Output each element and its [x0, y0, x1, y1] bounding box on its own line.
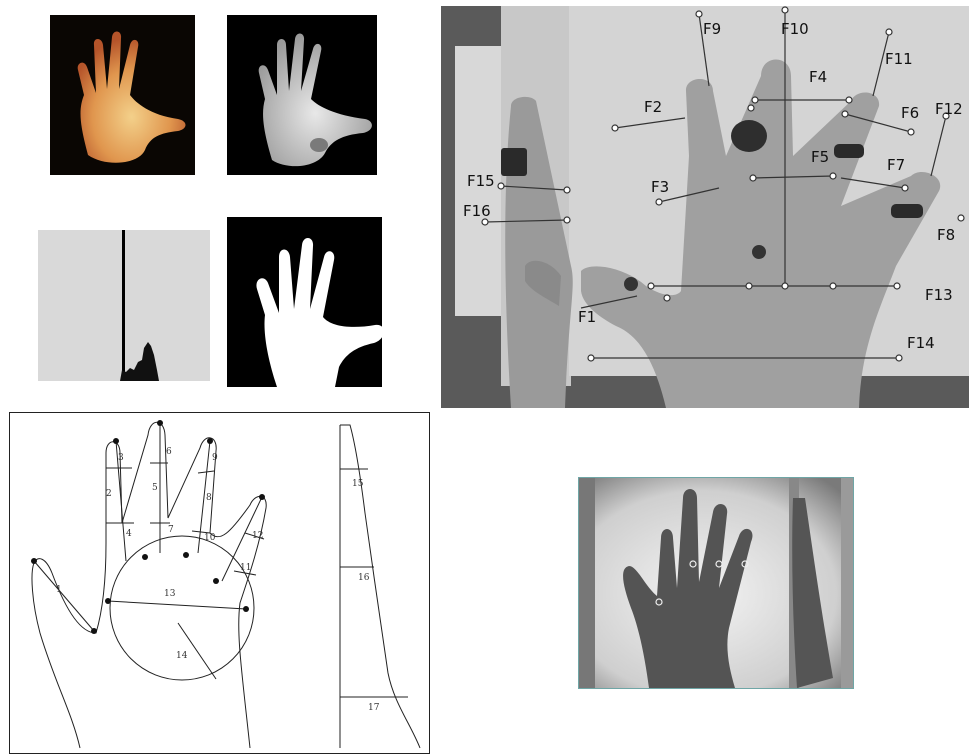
label-f8: F8 — [937, 226, 955, 244]
label-f2: F2 — [644, 98, 662, 116]
label-f9: F9 — [703, 20, 721, 38]
hand-geometry-diagram: 1 2 3 4 5 6 7 8 9 10 11 12 13 14 15 16 1… — [9, 412, 430, 754]
diagram-num-15: 15 — [352, 479, 363, 489]
label-f7: F7 — [887, 156, 905, 174]
diagram-num-2: 2 — [106, 489, 112, 499]
diagram-num-6: 6 — [166, 447, 172, 457]
label-f4: F4 — [809, 68, 827, 86]
label-f11: F11 — [885, 50, 913, 68]
label-f3: F3 — [651, 178, 669, 196]
color-hand-image — [50, 15, 195, 175]
histogram-image — [38, 230, 210, 381]
diagram-num-1: 1 — [56, 585, 62, 595]
diagram-num-9: 9 — [212, 453, 218, 463]
label-f1: F1 — [578, 308, 596, 326]
label-f12: F12 — [935, 100, 963, 118]
diagram-num-10: 10 — [204, 533, 215, 543]
annotated-hand-photo: F1 F2 F3 F4 F5 F6 F7 F8 F9 F10 F11 F12 F… — [441, 6, 969, 408]
diagram-num-14: 14 — [176, 651, 187, 661]
label-f13: F13 — [925, 286, 953, 304]
diagram-num-5: 5 — [152, 483, 158, 493]
label-f14: F14 — [907, 334, 935, 352]
diagram-num-7: 7 — [168, 525, 174, 535]
grayscale-hand-image — [227, 15, 377, 175]
diagram-num-11: 11 — [240, 563, 251, 573]
diagram-num-3: 3 — [118, 453, 124, 463]
label-f6: F6 — [901, 104, 919, 122]
diagram-num-4: 4 — [126, 529, 132, 539]
binary-silhouette-image — [227, 217, 382, 387]
diagram-num-13: 13 — [164, 589, 175, 599]
backlit-hand-photo — [578, 477, 854, 689]
label-f15: F15 — [467, 172, 495, 190]
diagram-num-8: 8 — [206, 493, 212, 503]
diagram-num-12: 12 — [252, 531, 263, 541]
label-f5: F5 — [811, 148, 829, 166]
diagram-num-16: 16 — [358, 573, 369, 583]
diagram-num-17: 17 — [368, 703, 379, 713]
label-f10: F10 — [781, 20, 809, 38]
label-f16: F16 — [463, 202, 491, 220]
